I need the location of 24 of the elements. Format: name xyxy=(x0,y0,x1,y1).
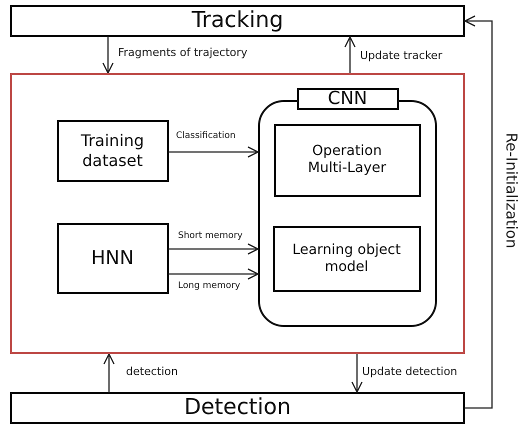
edge-label: Classification xyxy=(176,132,236,141)
arrow xyxy=(103,353,115,392)
process-box: Learning object model xyxy=(272,226,420,292)
arrow xyxy=(169,243,259,255)
edge-label: Re-Initialization xyxy=(503,132,518,248)
process-box: Operation Multi-Layer xyxy=(274,124,420,196)
arrow xyxy=(169,268,259,280)
process-box: Training dataset xyxy=(56,120,168,182)
frame-box xyxy=(10,73,465,354)
arrow xyxy=(169,146,259,158)
process-box: HNN xyxy=(56,222,168,294)
edge-label: Fragments of trajectory xyxy=(118,47,248,58)
arrow xyxy=(102,37,114,74)
edge-label: Short memory xyxy=(178,232,243,241)
process-box: Detection xyxy=(10,392,465,424)
container-label: CNN xyxy=(296,88,398,110)
edge-label: Long memory xyxy=(178,282,240,291)
arrow xyxy=(464,15,493,409)
edge-label: Update tracker xyxy=(360,50,442,61)
edge-label: detection xyxy=(126,366,178,377)
process-box: Tracking xyxy=(10,5,465,37)
arrow xyxy=(351,354,363,393)
arrow xyxy=(344,36,356,73)
edge-label: Update detection xyxy=(362,366,458,377)
